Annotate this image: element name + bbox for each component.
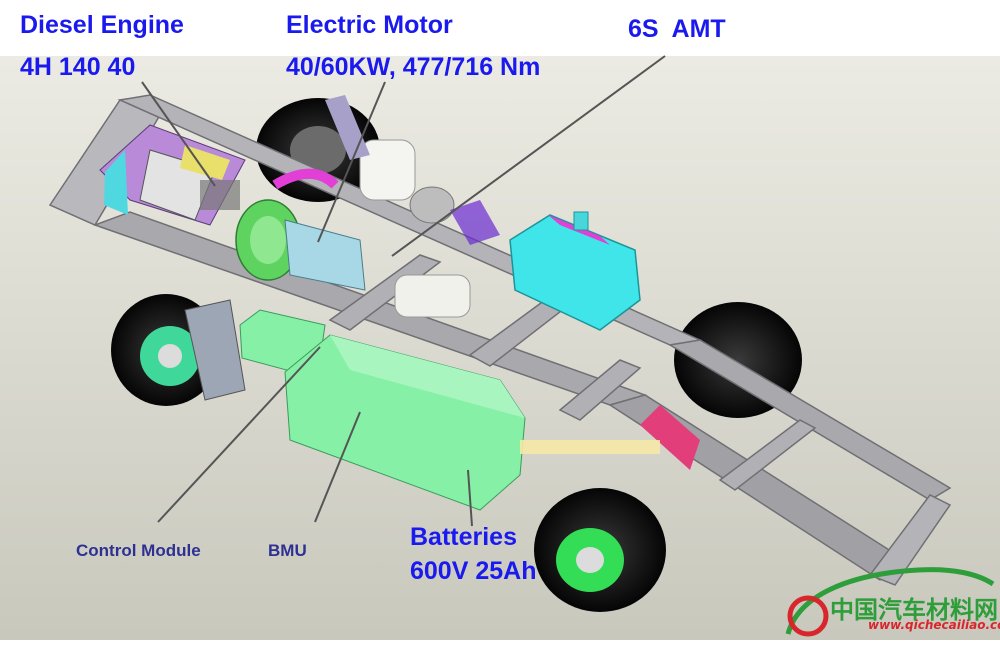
leader-control-module [157,346,321,523]
watermark-url: www.qichecailiao.com [868,618,1000,632]
leader-batteries [467,469,473,527]
batteries-label: Batteries [410,523,517,551]
leader-lines [141,55,666,527]
electric-motor-label: Electric Motor [286,11,453,39]
title-band [0,0,1000,56]
diesel-engine-spec: 4H 140 40 [20,53,136,81]
batteries-spec: 600V 25Ah [410,557,537,585]
rear-axle-parts [520,405,700,470]
electric-motor-spec: 40/60KW, 477/716 Nm [286,53,541,81]
leader-diesel-engine [141,81,216,187]
bmu-label: BMU [268,541,307,560]
amt-label: 6S AMT [628,15,726,43]
diesel-engine-label: Diesel Engine [20,11,184,39]
site-watermark: 中国汽车材料网 www.qichecailiao.com [778,556,1000,640]
watermark-chinese-text: 中国汽车材料网 [830,596,998,624]
electric-motor-model [235,199,366,291]
front-left-wheel [111,294,246,406]
diesel-engine-model [99,124,246,226]
fuel-tank-model [450,200,641,331]
control-module-label: Control Module [76,541,201,560]
leader-bmu [314,411,361,523]
watermark-swoosh-icon [785,567,995,637]
leader-amt [391,55,666,257]
leader-electric-motor [317,81,386,243]
front-right-wheel [534,488,666,612]
